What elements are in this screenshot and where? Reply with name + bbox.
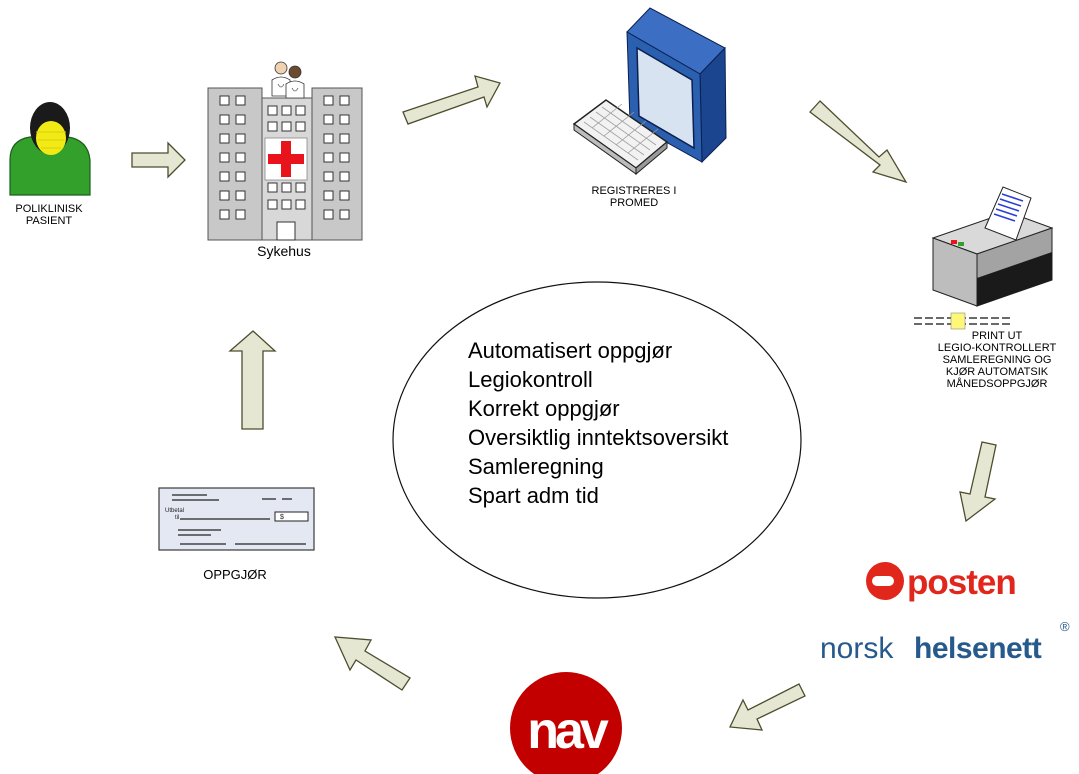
benefit-item: Samleregning	[468, 454, 604, 479]
patient-label-line-2: PASIENT	[25, 215, 73, 227]
register-label-line-2: PROMED	[609, 197, 659, 209]
nav-logo-text: nav	[527, 702, 609, 760]
arrow-computer-to-printer	[809, 100, 908, 184]
benefits-ellipse	[392, 281, 802, 599]
posten-logo-text: posten	[907, 563, 1016, 602]
patient-icon	[9, 102, 91, 196]
patient-label: POLIKLINISK PASIENT	[4, 203, 94, 227]
registered-mark: ®	[1060, 619, 1070, 634]
arrow-logos-to-nav	[729, 683, 806, 731]
print-label-line-5: MÅNEDSOPPGJØR	[946, 378, 1048, 390]
posten-logo: posten	[866, 562, 1017, 602]
arrow-nav-to-settlement	[333, 636, 411, 691]
arrow-hospital-to-computer	[402, 75, 501, 125]
hospital-icon	[207, 87, 363, 241]
register-label: REGISTRERES I PROMED	[574, 185, 694, 209]
arrow-printer-to-logos	[959, 441, 997, 523]
computer-icon	[572, 7, 727, 176]
settlement-label: OPPGJØR	[203, 567, 267, 582]
helsenett-logo-word-2: helsenett	[914, 632, 1042, 665]
benefits-list: Automatisert oppgjør Legiokontroll Korre…	[468, 336, 728, 510]
cheque-icon: Utbetal til $	[158, 487, 315, 551]
cheque-currency-symbol: $	[280, 514, 284, 521]
doctors-icon	[271, 61, 305, 99]
benefit-item: Legiokontroll	[468, 367, 593, 392]
benefit-item: Korrekt oppgjør	[468, 396, 620, 421]
register-label-line-1: REGISTRERES I	[591, 185, 677, 197]
arrow-settlement-to-hospital	[228, 330, 277, 430]
nav-logo: nav	[510, 672, 622, 774]
cheque-payee-label: Utbetal	[165, 508, 184, 514]
print-label-line-3: SAMLEREGNING OG	[942, 354, 1052, 366]
print-label-line-4: KJØR AUTOMATSIK	[945, 366, 1049, 378]
benefit-item: Spart adm tid	[468, 483, 599, 508]
helsenett-logo-word-1: norsk	[820, 632, 894, 665]
hospital-label: Sykehus	[257, 243, 311, 259]
arrow-patient-to-hospital	[131, 141, 186, 179]
print-label-line-2: LEGIO-KONTROLLERT	[937, 342, 1057, 354]
norsk-helsenett-logo: norsk helsenett ®	[820, 619, 1070, 665]
print-label-line-1: PRINT UT	[971, 330, 1023, 342]
print-label: PRINT UT LEGIO-KONTROLLERT SAMLEREGNING …	[917, 330, 1077, 390]
patient-label-line-1: POLIKLINISK	[15, 203, 83, 215]
benefit-item: Automatisert oppgjør	[468, 338, 673, 363]
cheque-payee-label-2: til	[175, 515, 179, 521]
printer-icon	[914, 186, 1054, 330]
benefit-item: Oversiktlig inntektsoversikt	[468, 425, 729, 450]
